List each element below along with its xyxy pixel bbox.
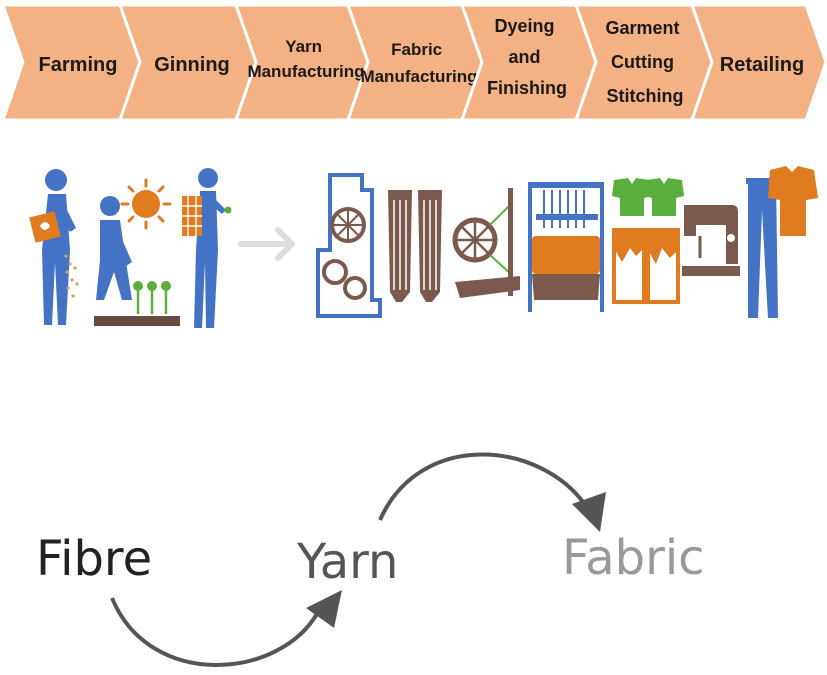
arrow-fibre-to-yarn	[110, 597, 320, 667]
sun-icon	[120, 178, 172, 230]
process-illustrations	[29, 166, 818, 328]
farmer-sowing-icon	[29, 169, 79, 325]
stage-label: Ginning	[154, 54, 230, 76]
stage-chevron	[689, 3, 827, 122]
flow-label-fibre: Fibre	[36, 531, 152, 587]
stage-label: Fabric Manufacturing	[360, 40, 477, 86]
farmer-harvesting-icon	[182, 168, 232, 328]
stage-dyeing-finishing: Dyeing and Finishing	[459, 3, 598, 122]
stage-label: Yarn Manufacturing	[247, 37, 364, 81]
process-stages-bar: Farming Ginning Yarn Manufacturing Fabri…	[0, 3, 827, 122]
arrow-yarn-to-fabric	[378, 452, 588, 521]
stage-garment-cutting-stitching: Garment Cutting Stitching	[573, 3, 714, 122]
stage-farming: Farming	[0, 3, 142, 122]
stage-ginning: Ginning	[117, 3, 258, 122]
arrow-head-icon	[572, 492, 606, 532]
arrow-head-icon	[306, 590, 342, 628]
stage-yarn-manufacturing: Yarn Manufacturing	[233, 3, 370, 122]
stage-retailing: Retailing	[689, 3, 827, 122]
dyeing-machine-icon	[528, 182, 604, 312]
spinning-wheel-icon	[452, 188, 520, 298]
yarn-bobbins-icon	[388, 190, 442, 302]
flow-label-yarn: Yarn	[296, 534, 398, 590]
ginning-machine-icon	[316, 173, 382, 318]
stage-fabric-manufacturing: Fabric Manufacturing	[345, 3, 484, 122]
stage-chevron	[345, 3, 484, 122]
stage-label: Dyeing and Finishing	[487, 16, 567, 98]
retail-clothing-icon	[746, 166, 818, 318]
sewing-machine-icon	[682, 205, 740, 276]
dyed-garments-icon	[612, 178, 684, 304]
stage-label: Farming	[39, 54, 118, 76]
farmer-planting-icon	[94, 178, 180, 326]
fibre-yarn-fabric-flow: Fibre Yarn Fabric	[36, 452, 705, 667]
stage-label: Retailing	[720, 54, 804, 76]
stage-label: Garment Cutting Stitching	[605, 18, 684, 106]
flow-label-fabric: Fabric	[562, 530, 705, 586]
arrow-right-icon	[238, 227, 295, 261]
